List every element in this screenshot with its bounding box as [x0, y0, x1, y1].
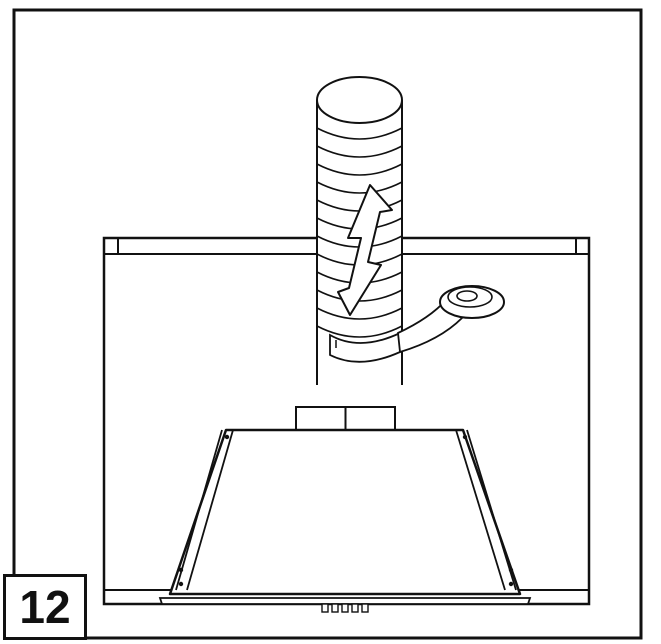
- step-number: 12: [19, 581, 71, 633]
- outer-frame: [12, 8, 643, 640]
- tape-roll-icon: [329, 285, 505, 363]
- hood-outlet-collar: [295, 406, 396, 431]
- double-arrow-icon: [337, 184, 393, 316]
- flexible-duct: [316, 76, 403, 385]
- step-number-box: 12: [3, 574, 87, 640]
- cooker-hood: [158, 428, 532, 613]
